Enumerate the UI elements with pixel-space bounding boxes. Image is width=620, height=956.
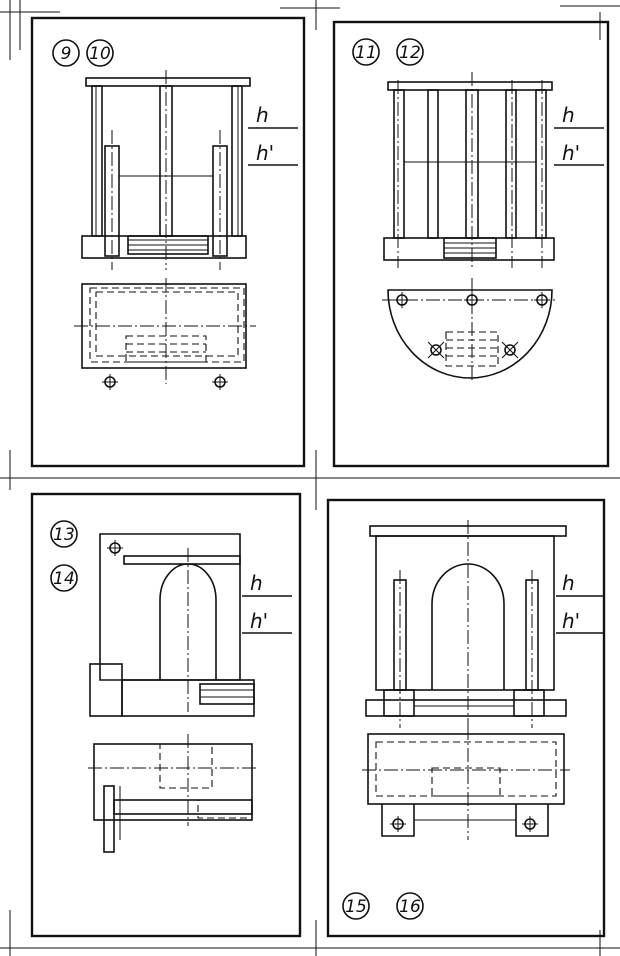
panel-15-16: h h' 15 16 — [326, 498, 606, 938]
panel-label-circle — [342, 892, 370, 920]
panel-label: 9 — [61, 44, 72, 64]
panel-label: 11 — [355, 43, 377, 63]
panel-frame — [30, 492, 302, 938]
panel-label: 14 — [53, 569, 75, 589]
h-label: h — [250, 571, 263, 595]
h-prime-label: h' — [562, 141, 580, 165]
front-view — [81, 70, 251, 270]
panel-label: 16 — [399, 897, 421, 917]
panel-frame — [326, 498, 606, 938]
panel-label-circle — [86, 39, 114, 67]
panel-13-14: 13 14 h h' — [30, 492, 302, 938]
front-view — [365, 520, 567, 730]
front-view — [383, 72, 555, 270]
panel-9-10: 9 10 h h' — [30, 16, 306, 468]
front-view — [89, 533, 255, 717]
top-view — [88, 734, 258, 853]
panel-label: 12 — [399, 43, 421, 63]
h-prime-label: h' — [562, 609, 580, 633]
panel-label-circle — [50, 520, 78, 548]
panel-label-circle — [396, 38, 424, 66]
h-label: h — [256, 103, 269, 127]
panel-label: 13 — [53, 525, 75, 545]
top-view — [74, 278, 256, 390]
panel-label-circle — [396, 892, 424, 920]
top-view — [382, 278, 558, 382]
panel-label-circle — [50, 564, 78, 592]
panel-frame — [332, 20, 610, 468]
h-label: h — [562, 103, 575, 127]
h-label: h — [562, 571, 575, 595]
h-prime-label: h' — [256, 141, 274, 165]
panel-label: 10 — [89, 44, 111, 64]
panel-label-circle — [52, 39, 80, 67]
panel-11-12: 11 12 h h' — [332, 20, 610, 468]
panel-label: 15 — [345, 897, 367, 917]
top-view — [362, 726, 570, 840]
h-prime-label: h' — [250, 609, 268, 633]
panel-label-circle — [352, 38, 380, 66]
panel-frame — [30, 16, 306, 468]
